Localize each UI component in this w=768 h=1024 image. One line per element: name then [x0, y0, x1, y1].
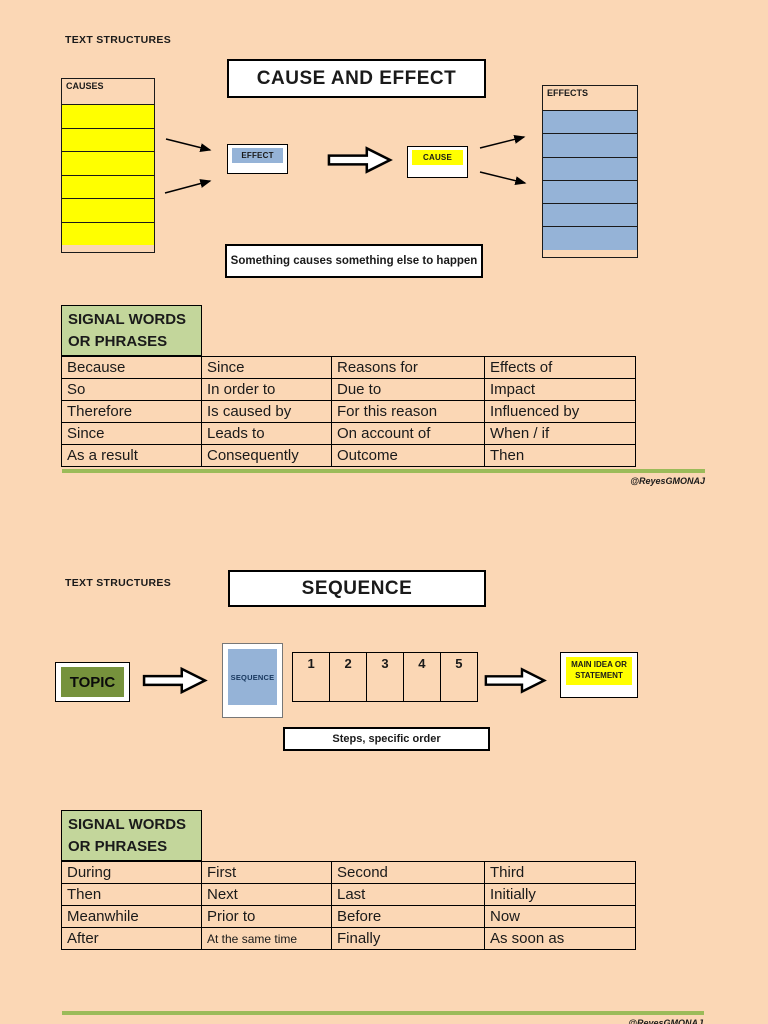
causes-row	[62, 221, 154, 245]
table-row: After At the same time Finally As soon a…	[61, 927, 636, 950]
cause-effect-title: CAUSE AND EFFECT	[227, 59, 486, 98]
sequence-box: SEQUENCE	[222, 643, 283, 718]
divider-line-2	[62, 1011, 704, 1015]
signal-cell: Then	[484, 444, 636, 467]
divider-line	[62, 469, 705, 473]
causes-row	[62, 127, 154, 151]
effects-table: EFFECTS	[542, 85, 638, 258]
step-cell: 1	[292, 652, 331, 702]
signal-cell: Initially	[484, 883, 636, 906]
step-cell: 4	[402, 652, 442, 702]
table-row: During First Second Third	[61, 861, 636, 884]
signal-cell: Since	[61, 422, 202, 445]
credit-watermark: @ReyesGMONAJ	[630, 476, 705, 486]
signal-cell: Is caused by	[201, 400, 332, 423]
cause-label: CAUSE	[412, 150, 463, 165]
signal-cell: Impact	[484, 378, 636, 401]
main-idea-box: MAIN IDEA OR STATEMENT	[560, 652, 638, 698]
main-idea-label: MAIN IDEA OR STATEMENT	[566, 657, 632, 685]
signal-cell: First	[201, 861, 332, 884]
signal-cell: Last	[331, 883, 485, 906]
signal-words-header-2: SIGNAL WORDS OR PHRASES	[61, 810, 202, 861]
causes-table-header: CAUSES	[66, 81, 104, 91]
block-arrow-icon	[142, 666, 208, 695]
text-structures-label-2: TEXT STRUCTURES	[65, 577, 172, 589]
effect-box: EFFECT	[227, 144, 288, 174]
topic-label: TOPIC	[61, 667, 124, 697]
table-row: So In order to Due to Impact	[61, 378, 636, 401]
signal-cell: Since	[201, 356, 332, 379]
block-arrow-icon	[484, 667, 547, 694]
signal-words-table-sequence: During First Second Third Then Next Last…	[61, 861, 636, 950]
topic-box: TOPIC	[55, 662, 130, 702]
sequence-title: SEQUENCE	[228, 570, 486, 607]
causes-row	[62, 151, 154, 175]
causes-table: CAUSES	[61, 78, 155, 253]
steps-strip: 1 2 3 4 5	[292, 652, 478, 702]
signal-cell: Therefore	[61, 400, 202, 423]
signal-cell: As a result	[61, 444, 202, 467]
effects-table-header: EFFECTS	[547, 88, 589, 98]
table-row: Meanwhile Prior to Before Now	[61, 905, 636, 928]
signal-cell: In order to	[201, 378, 332, 401]
signal-cell: After	[61, 927, 202, 950]
signal-cell: Influenced by	[484, 400, 636, 423]
signal-cell: Then	[61, 883, 202, 906]
signal-cell: Next	[201, 883, 332, 906]
signal-cell: Reasons for	[331, 356, 485, 379]
cause-box: CAUSE	[407, 146, 468, 178]
signal-cell: Third	[484, 861, 636, 884]
signal-cell: So	[61, 378, 202, 401]
table-row: Then Next Last Initially	[61, 883, 636, 906]
causes-row	[62, 104, 154, 128]
causes-row	[62, 174, 154, 198]
signal-cell: Consequently	[201, 444, 332, 467]
sequence-caption: Steps, specific order	[283, 727, 490, 751]
cause-effect-caption: Something causes something else to happe…	[225, 244, 483, 278]
step-cell: 5	[439, 652, 478, 702]
signal-cell: Before	[331, 905, 485, 928]
effect-label: EFFECT	[232, 148, 283, 163]
step-cell: 2	[328, 652, 368, 702]
table-row: Therefore Is caused by For this reason I…	[61, 400, 636, 423]
signal-cell: When / if	[484, 422, 636, 445]
signal-cell: During	[61, 861, 202, 884]
credit-watermark-2: @ReyesGMONAJ	[628, 1018, 703, 1024]
signal-cell: Outcome	[331, 444, 485, 467]
effects-row	[543, 179, 637, 204]
signal-cell: On account of	[331, 422, 485, 445]
signal-cell: Due to	[331, 378, 485, 401]
signal-cell: Meanwhile	[61, 905, 202, 928]
signal-cell: As soon as	[484, 927, 636, 950]
effects-row	[543, 226, 637, 250]
signal-cell: Prior to	[201, 905, 332, 928]
text-structures-label: TEXT STRUCTURES	[65, 34, 172, 46]
table-row: As a result Consequently Outcome Then	[61, 444, 636, 467]
effects-row	[543, 133, 637, 157]
signal-cell: Leads to	[201, 422, 332, 445]
signal-cell: At the same time	[201, 927, 332, 950]
signal-cell: Because	[61, 356, 202, 379]
effects-row	[543, 156, 637, 180]
signal-words-header: SIGNAL WORDS OR PHRASES	[61, 305, 202, 356]
block-arrow-icon	[327, 146, 393, 174]
sequence-label: SEQUENCE	[228, 649, 277, 705]
table-row: Since Leads to On account of When / if	[61, 422, 636, 445]
signal-cell: Second	[331, 861, 485, 884]
signal-cell: Finally	[331, 927, 485, 950]
signal-words-table-cause-effect: Because Since Reasons for Effects of So …	[61, 356, 636, 467]
effects-row	[543, 203, 637, 227]
signal-cell: Effects of	[484, 356, 636, 379]
causes-row	[62, 198, 154, 222]
signal-cell: For this reason	[331, 400, 485, 423]
effects-row	[543, 110, 637, 134]
step-cell: 3	[365, 652, 405, 702]
connector-arrows-icon	[164, 134, 527, 194]
signal-cell: Now	[484, 905, 636, 928]
table-row: Because Since Reasons for Effects of	[61, 356, 636, 379]
